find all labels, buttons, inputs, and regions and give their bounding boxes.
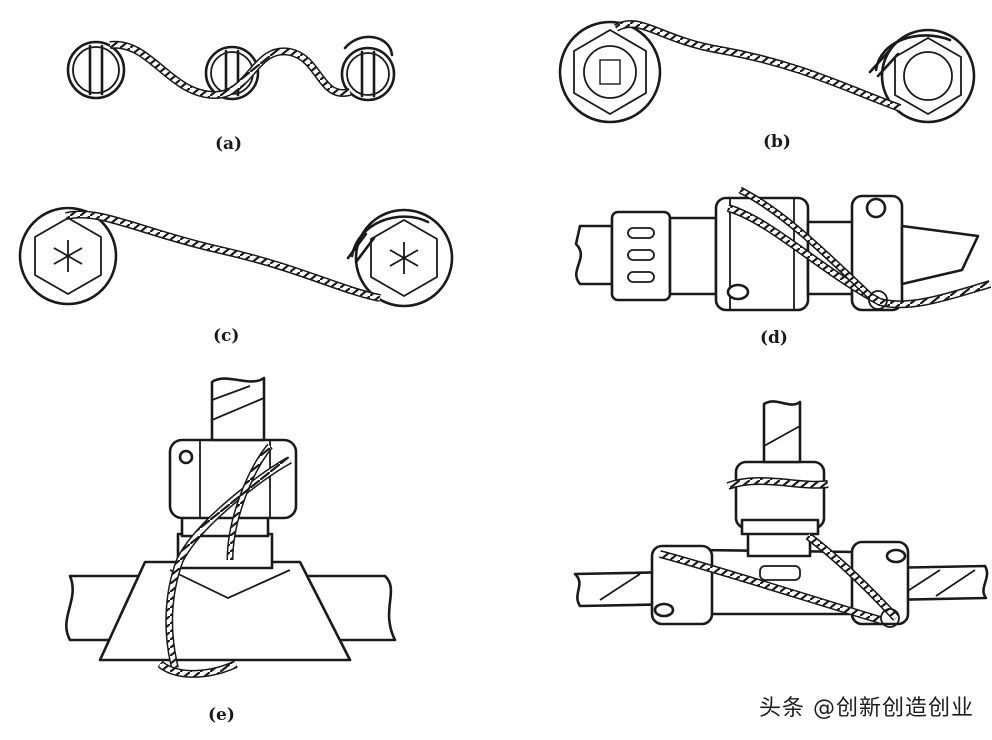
figure-c-hex-bolts: (c)	[18, 206, 454, 346]
tee-body	[98, 560, 352, 662]
figure-tee-three-nuts	[573, 400, 989, 628]
screw-head	[204, 45, 260, 101]
caption-d: (d)	[760, 328, 788, 348]
fitting-body	[668, 216, 718, 296]
hex-nut	[734, 460, 826, 530]
tube	[900, 224, 980, 286]
figure-a-screw-heads: (a)	[66, 35, 396, 154]
hex-bolt-head	[18, 206, 118, 306]
figure-d-fitting: (d)	[574, 186, 992, 348]
castle-nut	[558, 20, 662, 124]
tube	[574, 224, 614, 286]
screw-head	[340, 46, 396, 102]
caption-c: (c)	[213, 326, 239, 346]
figure-b-castellated-nuts: (b)	[558, 20, 976, 152]
caption-a: (a)	[215, 134, 242, 154]
coupling-nut	[610, 210, 672, 302]
caption-b: (b)	[763, 132, 791, 152]
screw-head	[66, 40, 126, 100]
watermark: 头条 @创新创造创业	[759, 696, 974, 721]
washer	[740, 518, 820, 536]
figure-e-tee-fitting: (e)	[65, 376, 397, 725]
caption-e: (e)	[208, 705, 235, 725]
hex-bolt-head	[354, 208, 454, 308]
tube	[762, 400, 802, 464]
